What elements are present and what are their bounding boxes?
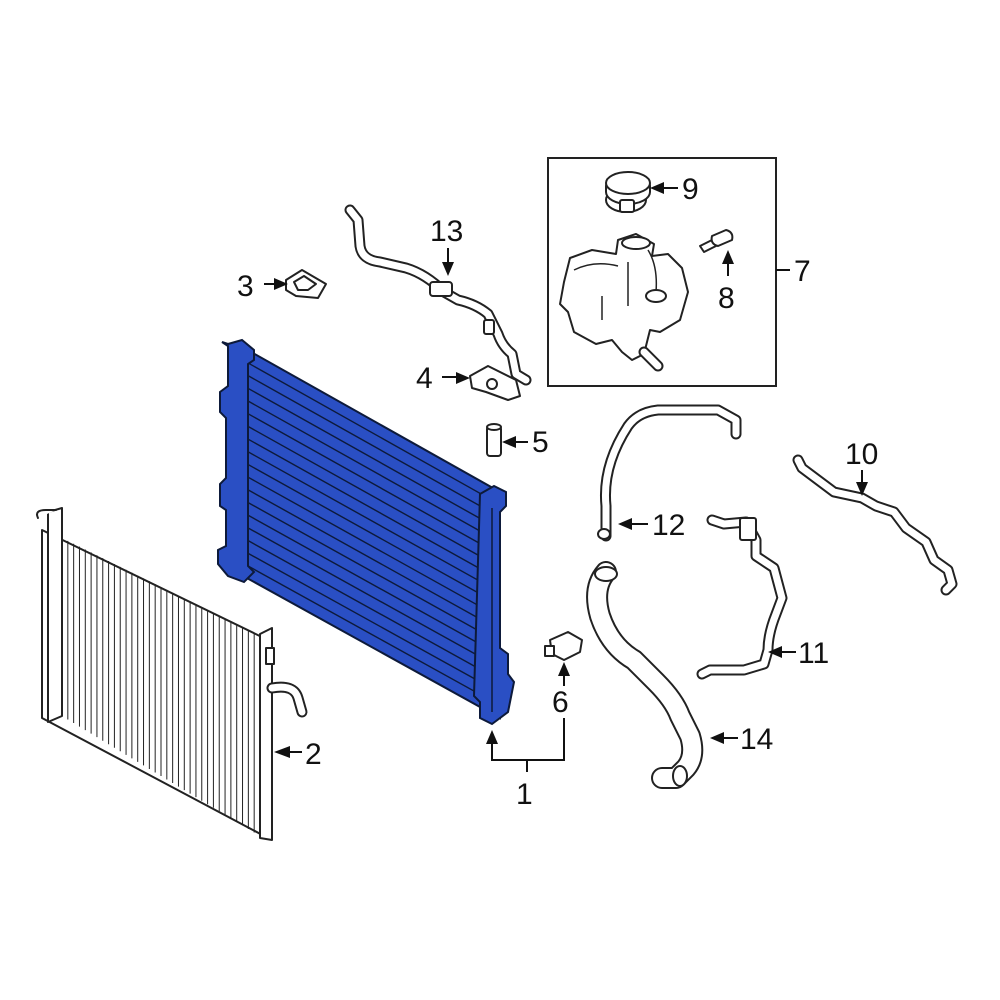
- callout-10: 10: [845, 438, 878, 471]
- bracket-4[interactable]: [469, 365, 521, 401]
- reservoir-assembly[interactable]: [547, 157, 790, 387]
- callout-1: 1: [516, 778, 533, 811]
- cap-9[interactable]: [605, 171, 651, 213]
- sensor-6[interactable]: [544, 631, 583, 661]
- radiator[interactable]: [217, 338, 516, 726]
- hose-12[interactable]: [597, 404, 742, 542]
- callout-14: 14: [740, 723, 773, 756]
- callout-12: 12: [652, 509, 685, 542]
- hose-11[interactable]: [696, 514, 788, 680]
- callout-13: 13: [430, 215, 463, 248]
- condenser[interactable]: [36, 507, 308, 841]
- bolt-8[interactable]: [699, 229, 734, 253]
- hose-13[interactable]: [344, 204, 532, 386]
- hose-14[interactable]: [586, 561, 704, 789]
- callout-8: 8: [718, 282, 735, 315]
- sleeve-5[interactable]: [486, 423, 502, 457]
- leaders: [264, 182, 868, 772]
- callout-4: 4: [416, 362, 433, 395]
- callout-9: 9: [682, 173, 699, 206]
- callout-7: 7: [794, 255, 811, 288]
- callout-11: 11: [798, 637, 829, 670]
- callout-6: 6: [552, 686, 569, 719]
- mount-3[interactable]: [285, 269, 327, 299]
- callout-3: 3: [237, 270, 254, 303]
- callout-2: 2: [305, 738, 322, 771]
- reservoir-tank[interactable]: [559, 233, 689, 372]
- line-10[interactable]: [792, 454, 958, 596]
- callout-5: 5: [532, 426, 549, 459]
